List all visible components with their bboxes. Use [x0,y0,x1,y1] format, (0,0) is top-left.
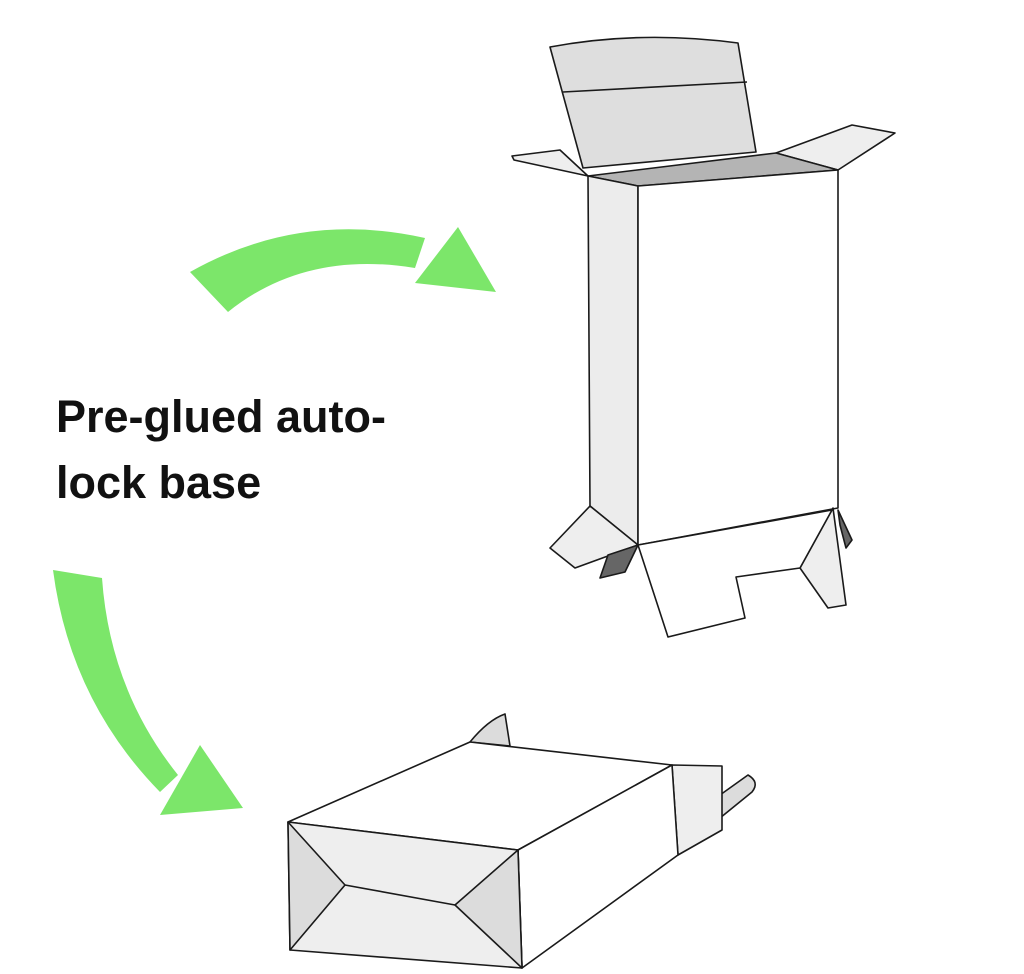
flat-side-tab [719,774,756,819]
caption-line-2: lock base [56,457,262,508]
arrow-to-open-carton-icon [190,227,496,312]
lock-base-panel [637,509,833,638]
caption-title: Pre-glued auto- lock base [56,384,436,516]
flat-carton-icon [287,713,756,969]
flat-top-tab [469,713,511,747]
top-back-flap [549,36,757,169]
caption-line-1: Pre-glued auto- [56,391,387,442]
front-panel [637,169,839,546]
flat-right-strip [671,764,723,856]
arrow-to-flat-carton-icon [53,570,243,815]
bottom-right-shadow [837,509,853,549]
bottom-left-shadow [599,544,639,579]
left-side-panel [587,175,639,546]
top-left-flap [511,149,589,177]
open-carton-icon [511,36,896,638]
